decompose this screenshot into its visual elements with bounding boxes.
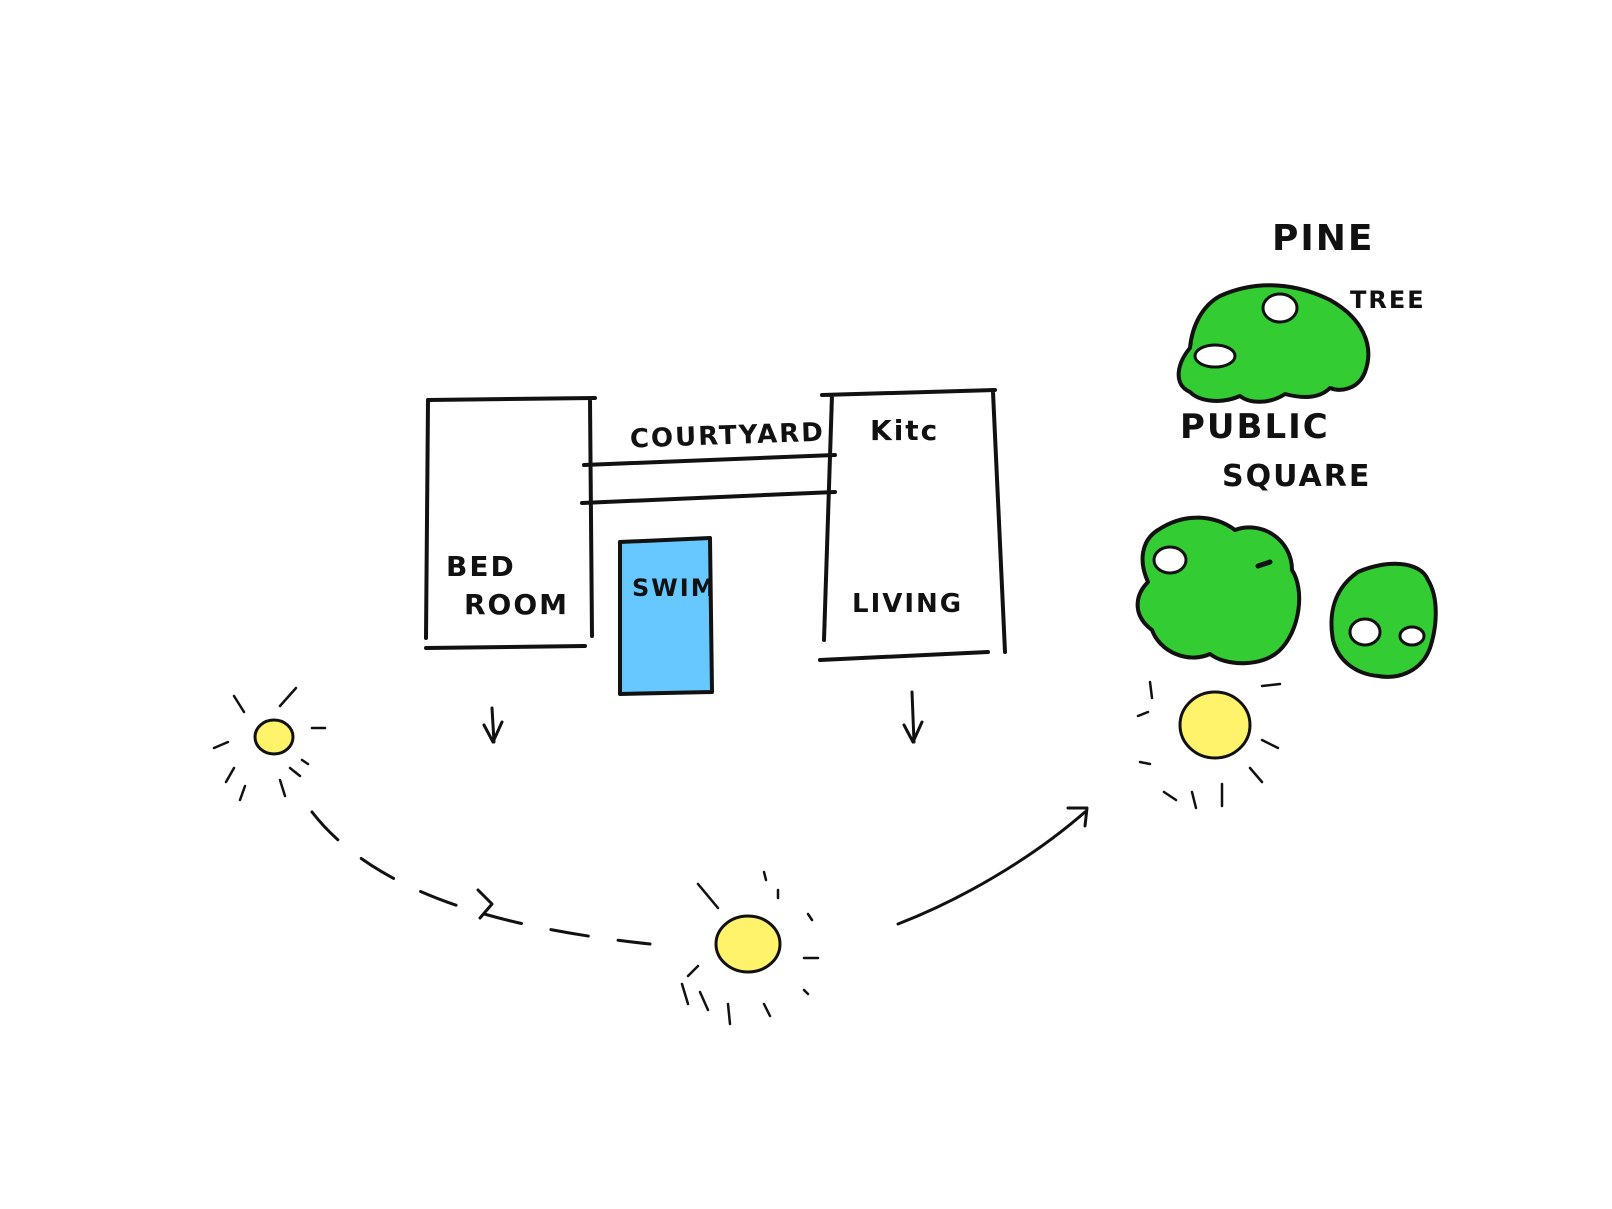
tree-icon — [1176, 283, 1371, 404]
label-courtyard: COURTYARD — [629, 418, 825, 455]
sun-icon — [212, 686, 327, 802]
sun-icon — [680, 870, 820, 1026]
label-tree: TREE — [1350, 286, 1426, 314]
tree-icon — [1329, 561, 1438, 679]
sun-path-solid — [896, 810, 1087, 926]
label-bedroom-line1: BED — [446, 550, 516, 583]
sun-path-dashed — [310, 810, 652, 946]
label-kitchen: Kitc — [870, 414, 939, 447]
label-living: LIVING — [852, 589, 963, 619]
sun-path-dashed-chevron — [476, 888, 494, 920]
sun-icon — [1136, 680, 1282, 810]
swimming-pool — [618, 536, 714, 696]
label-public: PUBLIC — [1180, 407, 1330, 447]
label-square: SQUARE — [1222, 459, 1371, 494]
courtyard-corridor — [580, 453, 837, 505]
label-bedroom-line2: ROOM — [464, 588, 569, 621]
arrow-down-icon — [482, 706, 504, 744]
kitchen-living-block — [818, 388, 1007, 662]
bedroom-block — [424, 396, 597, 650]
arrow-down-icon — [902, 690, 924, 744]
tree-icon — [1135, 515, 1302, 666]
label-swim: SWIM — [632, 574, 717, 602]
label-pine: PINE — [1272, 218, 1375, 259]
sun-path-arrowhead — [1066, 806, 1089, 828]
